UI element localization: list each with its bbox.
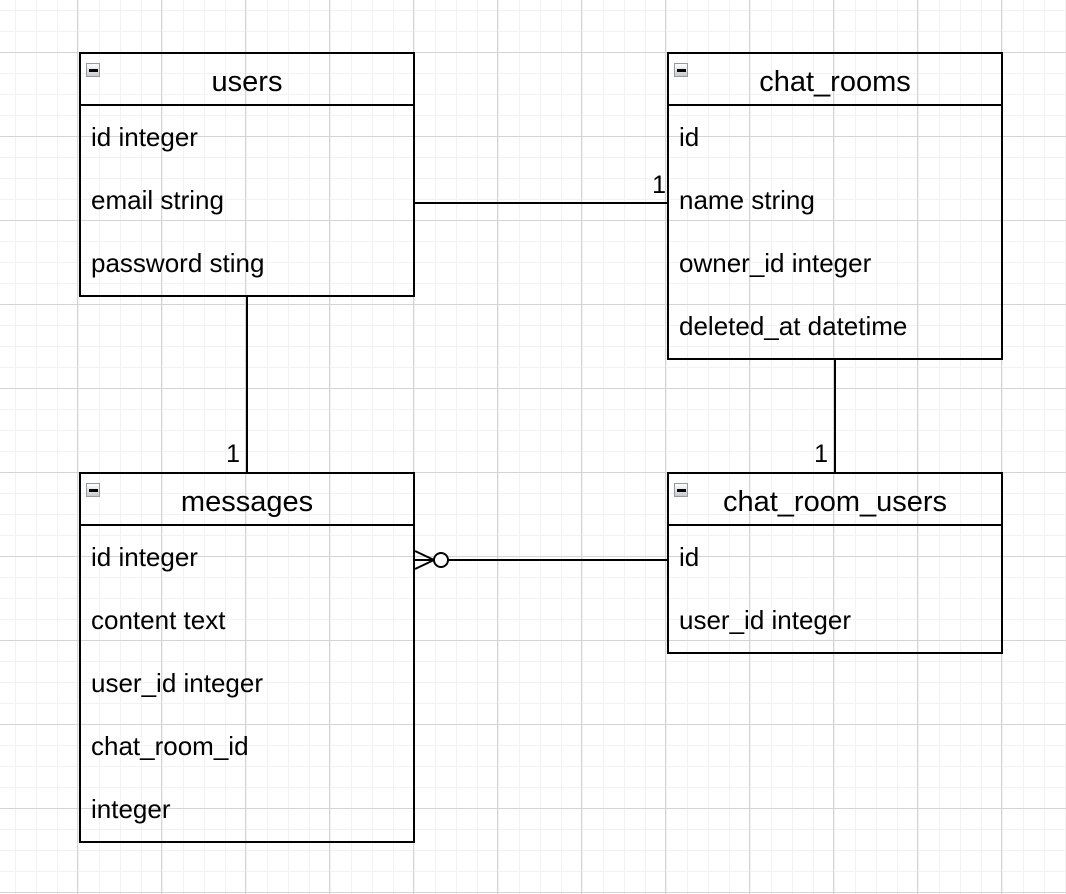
entity-users[interactable]: users id integer email string password s…: [79, 52, 415, 297]
entity-chat-rooms[interactable]: chat_rooms id name string owner_id integ…: [667, 52, 1003, 360]
entity-messages[interactable]: messages id integer content text user_id…: [79, 472, 415, 843]
zero-circle-icon: [433, 552, 449, 568]
entity-header: messages: [81, 474, 413, 526]
entity-row[interactable]: name string: [679, 185, 815, 215]
minus-glyph: [88, 68, 98, 72]
entity-row[interactable]: user_id integer: [679, 605, 851, 635]
edge-label-one[interactable]: 1: [226, 440, 240, 468]
entity-row[interactable]: owner_id integer: [679, 248, 872, 278]
entity-header: chat_room_users: [669, 474, 1001, 526]
edge-label-one[interactable]: 1: [814, 440, 828, 468]
collapse-minus-icon[interactable]: [674, 63, 688, 77]
edge-label-one[interactable]: 1: [652, 171, 666, 199]
entity-row[interactable]: id integer: [91, 122, 198, 152]
entity-row[interactable]: id: [679, 122, 700, 152]
entity-header: users: [81, 54, 413, 106]
collapse-minus-icon[interactable]: [86, 483, 100, 497]
entity-title: chat_rooms: [759, 65, 911, 98]
entity-title: chat_room_users: [722, 485, 948, 518]
collapse-minus-icon[interactable]: [674, 483, 688, 497]
entity-title: messages: [180, 485, 314, 518]
connector-messages-chat-room-users[interactable]: [414, 550, 667, 570]
entity-header: chat_rooms: [669, 54, 1001, 106]
entity-row[interactable]: email string: [91, 185, 224, 215]
entity-row[interactable]: deleted_at datetime: [679, 311, 908, 341]
minus-glyph: [676, 488, 686, 492]
crows-foot-icon: [414, 559, 435, 570]
collapse-minus-icon[interactable]: [86, 63, 100, 77]
entity-row[interactable]: integer: [91, 794, 171, 824]
entity-row[interactable]: password sting: [91, 248, 265, 278]
entity-row[interactable]: id: [679, 542, 700, 572]
entity-title: users: [211, 65, 283, 98]
minus-glyph: [88, 488, 98, 492]
entity-row[interactable]: chat_room_id: [91, 731, 249, 761]
crows-foot-icon: [414, 550, 435, 561]
entity-chat-room-users[interactable]: chat_room_users id user_id integer: [667, 472, 1003, 654]
minus-glyph: [676, 68, 686, 72]
entity-row[interactable]: content text: [91, 605, 226, 635]
entity-row[interactable]: user_id integer: [91, 668, 263, 698]
entity-row[interactable]: id integer: [91, 542, 198, 572]
